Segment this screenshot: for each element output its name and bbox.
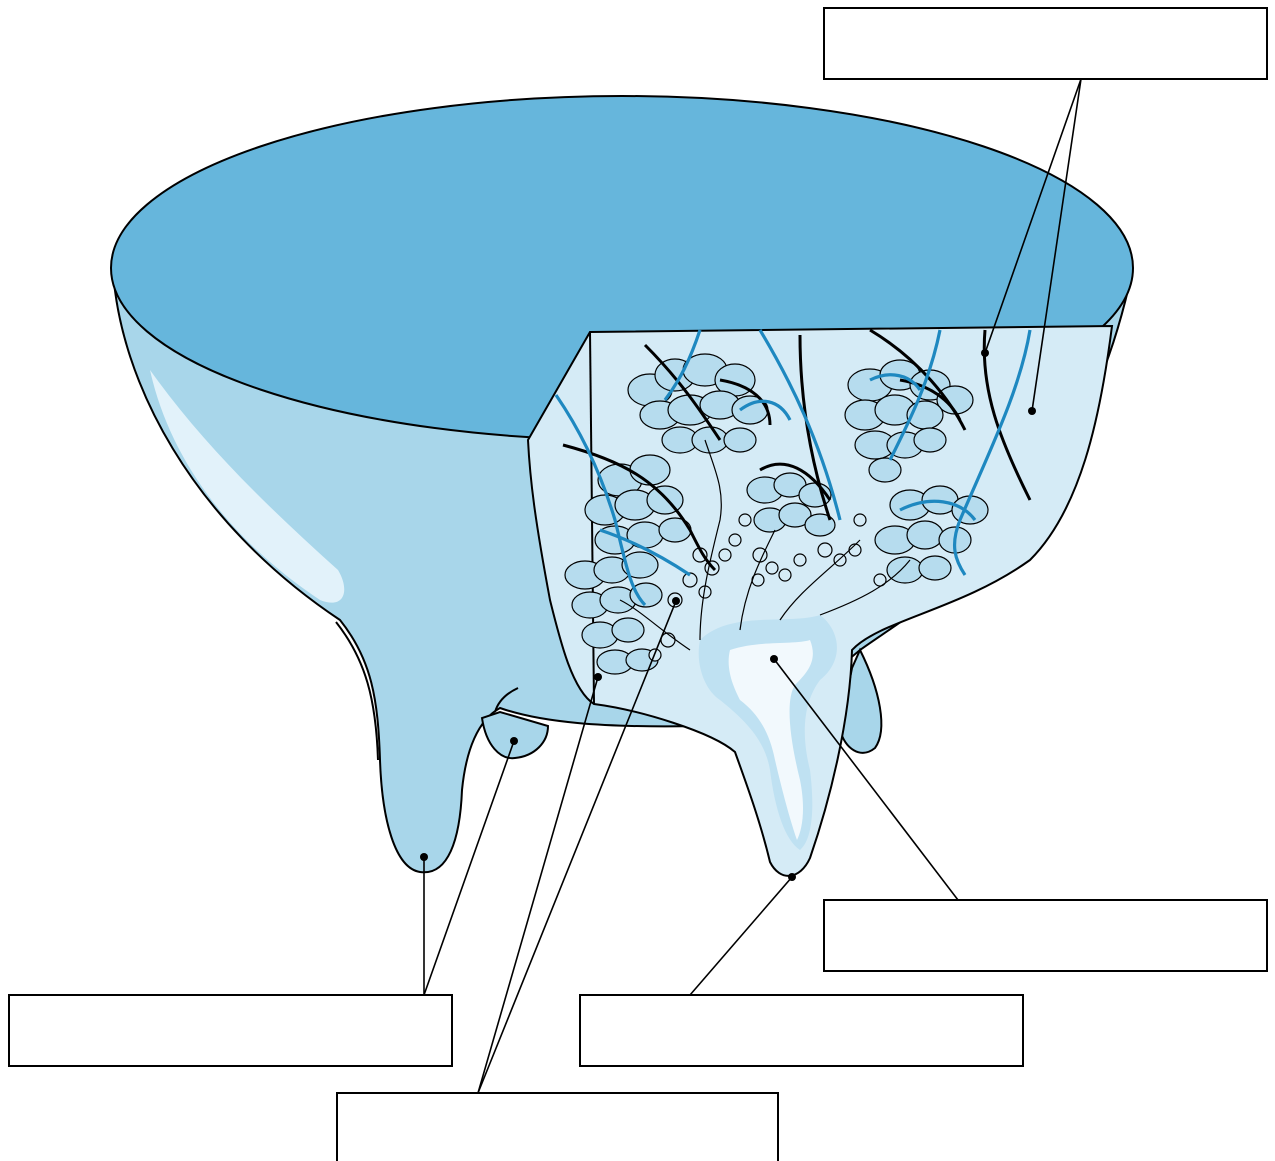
pointer-dot [788, 873, 796, 881]
pointer-dot [420, 853, 428, 861]
label-box-top-right [824, 8, 1267, 79]
label-box-bottom-middle [337, 1093, 778, 1161]
pointer-dot [594, 673, 602, 681]
pointer-dot [1028, 407, 1036, 415]
label-box-mid-right [824, 900, 1267, 971]
pointer-dot [672, 597, 680, 605]
label-box-bottom-left [9, 995, 452, 1066]
left-nub [482, 712, 548, 758]
label-box-bottom-center [580, 995, 1023, 1066]
pointer-dot [981, 349, 989, 357]
pointer-dot [510, 737, 518, 745]
pointer-dot [770, 655, 778, 663]
leader-bottom-center [690, 877, 792, 995]
